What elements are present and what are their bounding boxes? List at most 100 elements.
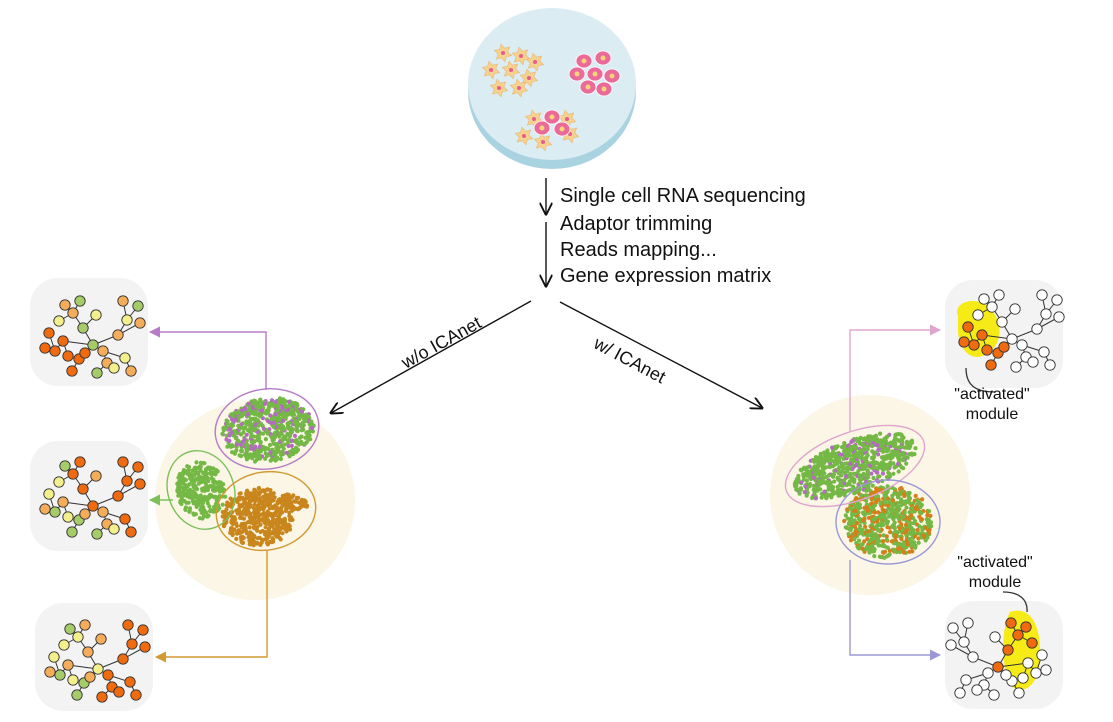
network-node (1012, 629, 1024, 641)
cell-point (858, 480, 863, 485)
cell-point (257, 499, 262, 504)
cell-point (227, 433, 232, 438)
cell-point (262, 495, 267, 500)
cell-point (904, 505, 909, 510)
cell-point (926, 517, 931, 522)
cell-point (848, 534, 854, 539)
cell-point (270, 506, 275, 511)
network-node (54, 669, 66, 681)
cell-nucleus (501, 51, 505, 55)
network-node (102, 669, 114, 681)
network-node (62, 659, 74, 671)
cell-point (872, 510, 878, 515)
cell-point (810, 495, 815, 501)
cell-point (929, 524, 934, 529)
cell-point (244, 501, 249, 506)
cell-point (215, 481, 220, 486)
network-node (90, 470, 102, 482)
cell-point (895, 504, 900, 509)
cell-point (255, 536, 260, 541)
cell-point (281, 522, 287, 527)
cell-point (895, 455, 901, 460)
cell-point (245, 488, 250, 493)
network-node (132, 300, 144, 312)
cell-point (909, 513, 914, 518)
cell-point (842, 441, 847, 446)
network-node (1053, 311, 1065, 323)
cell-point (275, 408, 280, 413)
cell-nucleus (497, 86, 501, 90)
cell-point (248, 516, 253, 521)
network-panel-left-3 (35, 603, 153, 711)
cell-point (247, 525, 252, 530)
cell-point (258, 421, 264, 426)
cell-point (295, 409, 300, 414)
cell-point (244, 448, 249, 454)
cell-point (222, 522, 227, 527)
cell-point (861, 518, 866, 523)
cell-point (240, 449, 245, 454)
cell-point (847, 479, 852, 484)
cell-point (916, 540, 921, 545)
cell-nucleus (559, 126, 565, 132)
network-node (126, 638, 138, 650)
cell-point (279, 443, 284, 448)
cell-point (262, 520, 267, 525)
cell-point (900, 440, 905, 445)
cell-point (256, 454, 261, 459)
cell-point (864, 498, 869, 503)
cell-point (871, 475, 876, 481)
cell-point (268, 458, 273, 463)
cell-point (902, 550, 907, 555)
cell-point (252, 439, 257, 444)
cell-point (854, 490, 860, 495)
cell-point (273, 458, 278, 463)
cell-point (836, 467, 841, 472)
cell-point (224, 507, 229, 512)
cell-point (246, 455, 251, 460)
cell-point (866, 529, 871, 534)
cell-nucleus (585, 84, 591, 90)
cell-point (856, 468, 861, 473)
cell-point (199, 504, 204, 509)
cell-point (288, 453, 293, 458)
network-node (79, 347, 91, 359)
cell-point (207, 504, 212, 509)
cell-point (206, 465, 211, 470)
cell-point (884, 475, 890, 480)
cell-point (855, 505, 860, 510)
cell-point (232, 451, 237, 456)
cell-point (927, 509, 932, 514)
cell-point (884, 554, 890, 559)
cell-point (896, 469, 901, 474)
cell-point (871, 506, 876, 511)
cell-point (893, 452, 898, 457)
cell-point (186, 489, 192, 495)
network-node (968, 339, 980, 351)
cell-point (175, 488, 180, 493)
cell-point (261, 426, 266, 431)
network-node (139, 641, 151, 653)
cell-point (890, 505, 895, 510)
cell-point (244, 492, 249, 497)
cell-point (818, 451, 823, 456)
cell-point (880, 507, 885, 512)
cell-point (250, 541, 255, 546)
cell-point (872, 451, 877, 456)
cell-point (899, 503, 904, 508)
cell-point (255, 418, 260, 423)
cell-point (208, 507, 213, 513)
cell-point (838, 452, 843, 457)
cell-point (294, 438, 299, 443)
cell-point (245, 428, 250, 433)
cell-point (265, 410, 270, 415)
cell-point (289, 443, 294, 448)
cell-point (862, 539, 867, 544)
cell-point (865, 508, 870, 513)
cell-point (196, 477, 201, 482)
cell-point (240, 516, 245, 521)
cell-point (220, 431, 225, 436)
cell-point (217, 487, 222, 492)
network-node (1013, 687, 1025, 699)
